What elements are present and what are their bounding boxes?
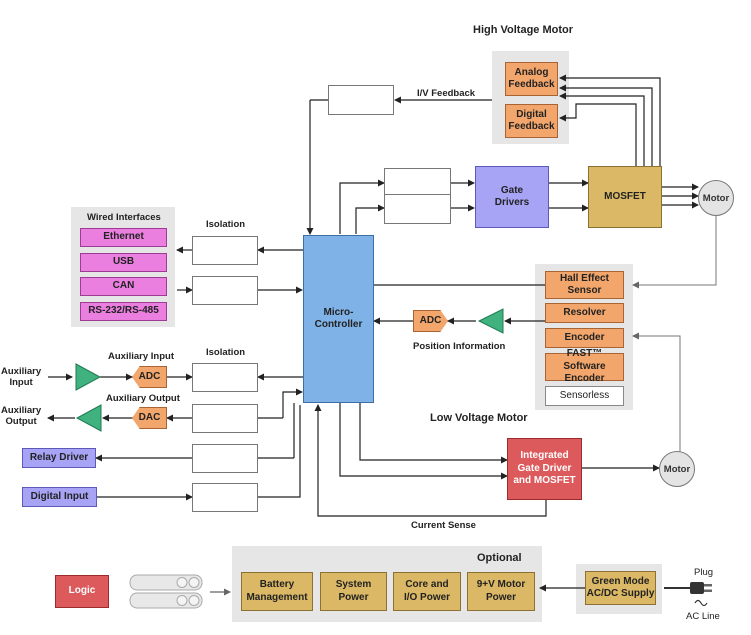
relay-driver-block: Relay Driver <box>22 448 96 468</box>
auxiliary-output-top-label: Auxiliary Output <box>106 393 180 404</box>
battery-icon <box>129 574 203 609</box>
aux-adc-block: ADC <box>132 366 167 388</box>
auxiliary-input-top-label: Auxiliary Input <box>108 351 174 362</box>
hall-effect-sensor-block: Hall Effect Sensor <box>545 271 624 299</box>
plug-icon <box>664 582 712 607</box>
sensorless-block: Sensorless <box>545 386 624 406</box>
ac-line-label: AC Line <box>686 611 720 622</box>
hv-motor: Motor <box>698 180 734 216</box>
mosfet-block: MOSFET <box>588 166 662 228</box>
gate-isolator-lower <box>384 194 451 224</box>
gate-isolator-upper <box>384 168 451 198</box>
plug-label: Plug <box>694 567 714 578</box>
can-block: CAN <box>80 277 167 296</box>
isolation-label-mid: Isolation <box>206 347 246 358</box>
optional-title: Optional <box>477 552 522 564</box>
aux-dac-block: DAC <box>132 407 167 429</box>
digital-input-isolator <box>192 483 258 512</box>
digital-input-block: Digital Input <box>22 487 97 507</box>
wired-interfaces-title: Wired Interfaces <box>87 212 161 223</box>
position-adc-block: ADC <box>413 310 448 332</box>
core-io-power-block: Core and I/O Power <box>393 572 461 611</box>
encoder-block: Encoder <box>545 328 624 348</box>
interface-isolator-out <box>192 236 258 265</box>
analog-feedback-block: Analog Feedback <box>505 62 558 96</box>
auxiliary-input-side-label: Auxiliary Input <box>1 366 42 389</box>
interface-isolator-in <box>192 276 258 305</box>
motor-power-block: 9+V Motor Power <box>467 572 535 611</box>
position-information-label: Position Information <box>413 341 506 352</box>
fast-software-encoder-block: FAST™ Software Encoder <box>545 348 624 384</box>
auxiliary-output-side-label: Auxiliary Output <box>1 405 42 428</box>
relay-isolator <box>192 444 258 473</box>
resolver-block: Resolver <box>545 303 624 323</box>
aux-input-isolator <box>192 363 258 392</box>
battery-management-block: Battery Management <box>241 572 313 611</box>
microcontroller-block: Micro- Controller <box>303 235 374 403</box>
high-voltage-motor-title: High Voltage Motor <box>473 24 574 36</box>
aux-output-isolator <box>192 404 258 433</box>
isolation-label-top: Isolation <box>206 219 246 230</box>
integrated-gate-driver-block: Integrated Gate Driver and MOSFET <box>507 438 582 500</box>
ethernet-block: Ethernet <box>80 228 167 247</box>
gate-drivers-block: Gate Drivers <box>475 166 549 228</box>
current-sense-label: Current Sense <box>411 520 476 531</box>
usb-block: USB <box>80 253 167 272</box>
digital-feedback-block: Digital Feedback <box>505 104 558 138</box>
logic-block: Logic <box>55 575 109 608</box>
green-mode-supply-block: Green Mode AC/DC Supply <box>585 571 656 605</box>
iv-feedback-label: I/V Feedback <box>417 88 476 99</box>
rs232-rs485-block: RS-232/RS-485 <box>80 302 167 321</box>
low-voltage-motor-title: Low Voltage Motor <box>430 412 528 424</box>
iv-feedback-isolator <box>328 85 394 115</box>
lv-motor: Motor <box>659 451 695 487</box>
system-power-block: System Power <box>320 572 387 611</box>
